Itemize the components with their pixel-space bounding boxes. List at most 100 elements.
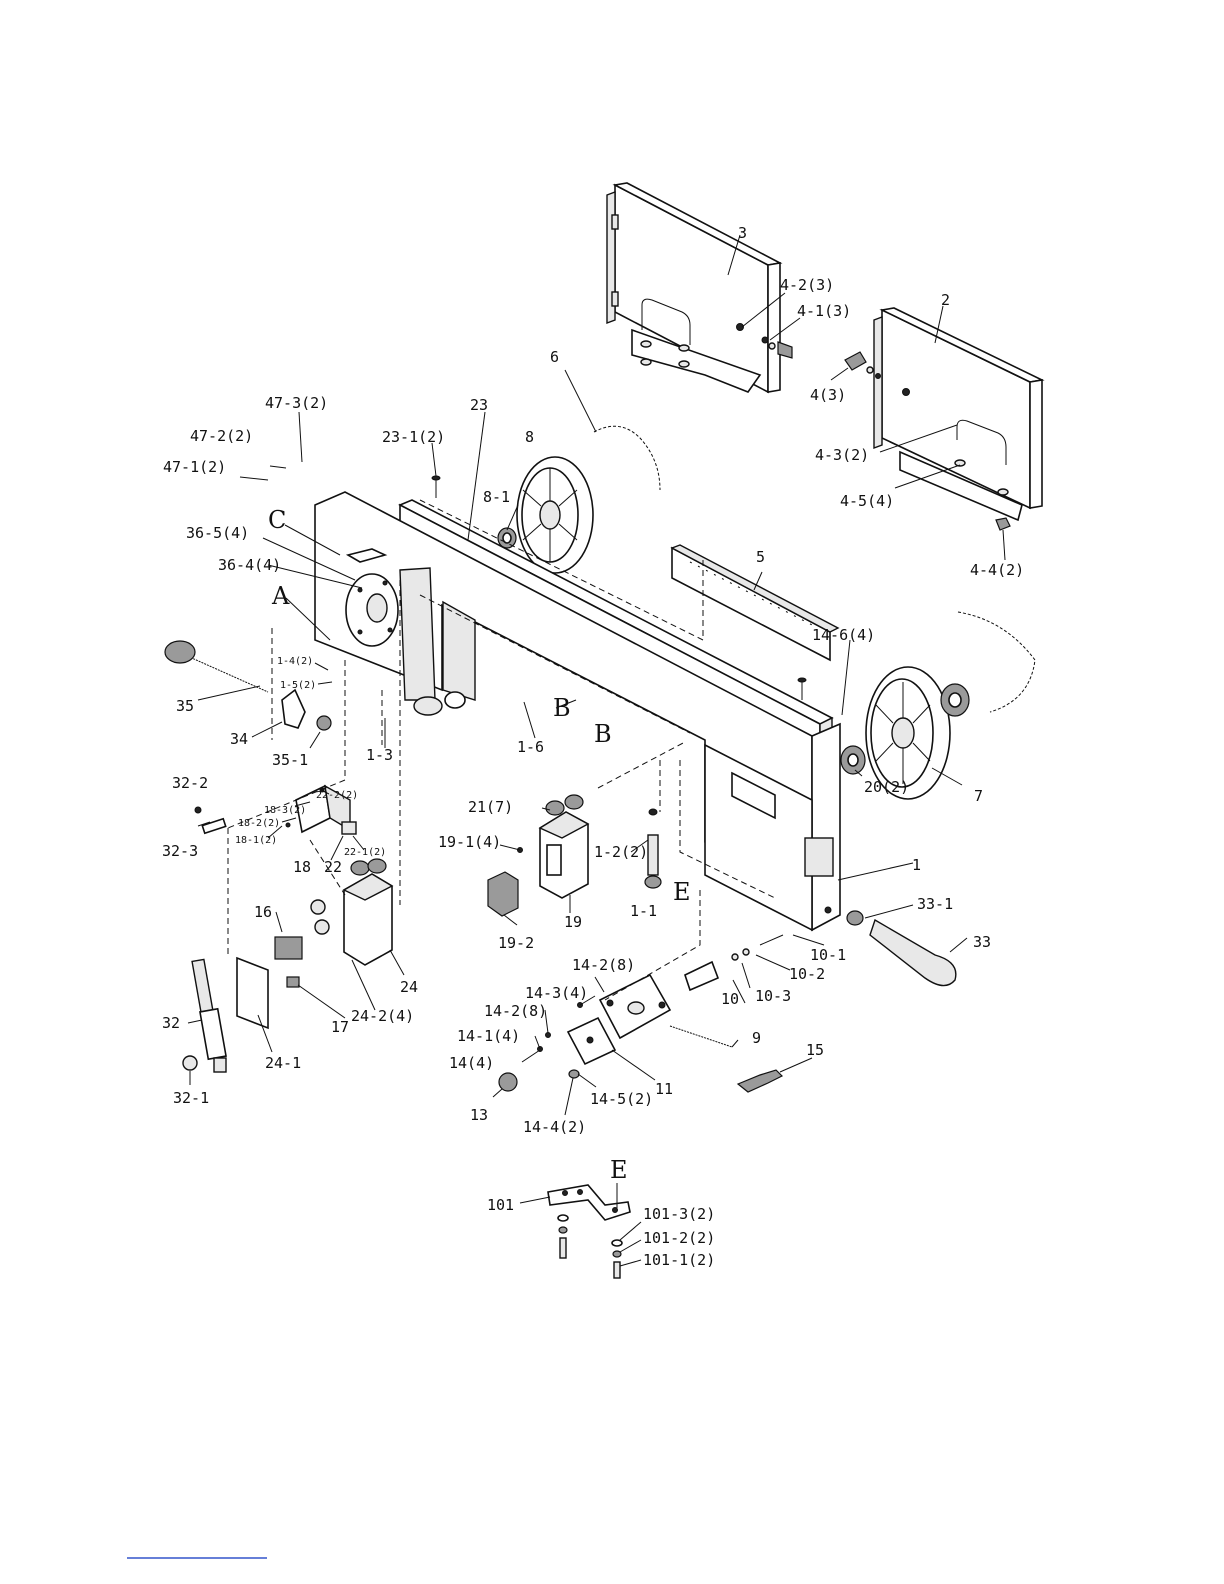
callout-labels: 3 4-2(3) 4-1(3) 2 4(3) 6 4-3(2) 4-5(4) 4… <box>162 224 1024 1269</box>
label-22: 22 <box>324 858 342 876</box>
label-1-3: 1-3 <box>366 746 393 764</box>
label-1-2: 1-2(2) <box>594 843 648 861</box>
label-32: 32 <box>162 1014 180 1032</box>
label-47-3: 47-3(2) <box>265 394 328 412</box>
label-10-1: 10-1 <box>810 946 846 964</box>
label-E-2: E <box>610 1156 628 1184</box>
switch-box-19 <box>487 794 590 917</box>
label-18: 18 <box>293 858 311 876</box>
label-8: 8 <box>525 428 534 446</box>
label-1: 1 <box>912 856 921 874</box>
label-34: 34 <box>230 730 248 748</box>
label-8-1: 8-1 <box>483 488 510 506</box>
label-24-1: 24-1 <box>265 1054 301 1072</box>
handle-33 <box>846 910 957 987</box>
label-13: 13 <box>470 1106 488 1124</box>
label-23-1: 23-1(2) <box>382 428 445 446</box>
label-15: 15 <box>806 1041 824 1059</box>
label-2: 2 <box>941 291 950 309</box>
pin-32-3 <box>194 806 227 835</box>
label-1-6: 1-6 <box>517 738 544 756</box>
label-17: 17 <box>331 1018 349 1036</box>
label-19-2: 19-2 <box>498 934 534 952</box>
label-E-1: E <box>673 878 691 906</box>
tension-assembly <box>498 934 784 1093</box>
assembly-lines <box>227 499 776 1001</box>
label-3: 3 <box>738 224 747 242</box>
label-4-5: 4-5(4) <box>840 492 894 510</box>
label-35: 35 <box>176 697 194 715</box>
label-1-4: 1-4(2) <box>277 656 313 667</box>
label-14-1: 14-1(4) <box>457 1027 520 1045</box>
switch-box-24 <box>236 858 394 1030</box>
label-10: 10 <box>721 990 739 1008</box>
label-4-3: 4-3(2) <box>815 446 869 464</box>
label-B-2: B <box>594 720 612 748</box>
label-21: 21(7) <box>468 798 513 816</box>
label-14: 14(4) <box>449 1054 494 1072</box>
label-14-2-a: 14-2(8) <box>572 956 635 974</box>
door-panel-2 <box>873 307 1045 531</box>
label-5: 5 <box>756 548 765 566</box>
label-19-1: 19-1(4) <box>438 833 501 851</box>
label-4-4: 4-4(2) <box>970 561 1024 579</box>
label-18-3: 18-3(2) <box>264 805 306 816</box>
label-4-1: 4-1(3) <box>797 302 851 320</box>
label-11: 11 <box>655 1080 673 1098</box>
label-18-1: 18-1(2) <box>235 835 277 846</box>
label-14-4: 14-4(2) <box>523 1118 586 1136</box>
leader-lines <box>187 234 1006 1267</box>
label-18-2: 18-2(2) <box>238 818 280 829</box>
bracket-101 <box>547 1184 631 1279</box>
lower-wheel-7 <box>865 666 951 800</box>
label-24: 24 <box>400 978 418 996</box>
label-32-1: 32-1 <box>173 1089 209 1107</box>
label-35-1: 35-1 <box>272 751 308 769</box>
label-14-5: 14-5(2) <box>590 1090 653 1108</box>
blade-lower-fragment <box>957 611 1036 713</box>
label-36-5: 36-5(4) <box>186 524 249 542</box>
tension-screw-35 <box>164 640 332 731</box>
label-47-1: 47-1(2) <box>163 458 226 476</box>
label-101-1: 101-1(2) <box>643 1251 715 1269</box>
label-22-1: 22-1(2) <box>344 847 386 858</box>
flange-36 <box>345 573 399 647</box>
door-knob-4-1 <box>761 336 793 359</box>
label-33: 33 <box>973 933 991 951</box>
rail-23 <box>398 475 834 744</box>
label-A: A <box>271 582 290 610</box>
label-B-1: B <box>553 694 571 722</box>
label-10-3: 10-3 <box>755 987 791 1005</box>
label-4-2: 4-2(3) <box>780 276 834 294</box>
label-32-2: 32-2 <box>172 774 208 792</box>
label-9: 9 <box>752 1029 761 1047</box>
label-1-1: 1-1 <box>630 902 657 920</box>
bearing-8-1 <box>497 527 517 549</box>
label-1-5: 1-5(2) <box>280 680 316 691</box>
label-19: 19 <box>564 913 582 931</box>
label-22-2: 22-2(2) <box>316 790 358 801</box>
door-knob-4 <box>844 351 881 379</box>
label-16: 16 <box>254 903 272 921</box>
label-101: 101 <box>487 1196 514 1214</box>
upper-wheel-8 <box>516 456 594 574</box>
bolt-1-1 <box>644 808 662 889</box>
label-24-2: 24-2(4) <box>351 1007 414 1025</box>
label-10-2: 10-2 <box>789 965 825 983</box>
label-32-3: 32-3 <box>162 842 198 860</box>
bearing-20 <box>840 683 970 775</box>
label-C: C <box>268 506 286 534</box>
label-20: 20(2) <box>864 778 909 796</box>
door-panel-3 <box>606 182 783 394</box>
label-14-3: 14-3(4) <box>525 984 588 1002</box>
label-47-2: 47-2(2) <box>190 427 253 445</box>
blade-6 <box>593 425 661 491</box>
label-14-2-b: 14-2(8) <box>484 1002 547 1020</box>
label-6: 6 <box>550 348 559 366</box>
label-23: 23 <box>470 396 488 414</box>
label-14-6: 14-6(4) <box>812 626 875 644</box>
label-33-1: 33-1 <box>917 895 953 913</box>
bracket-18 <box>285 784 357 835</box>
label-7: 7 <box>974 787 983 805</box>
